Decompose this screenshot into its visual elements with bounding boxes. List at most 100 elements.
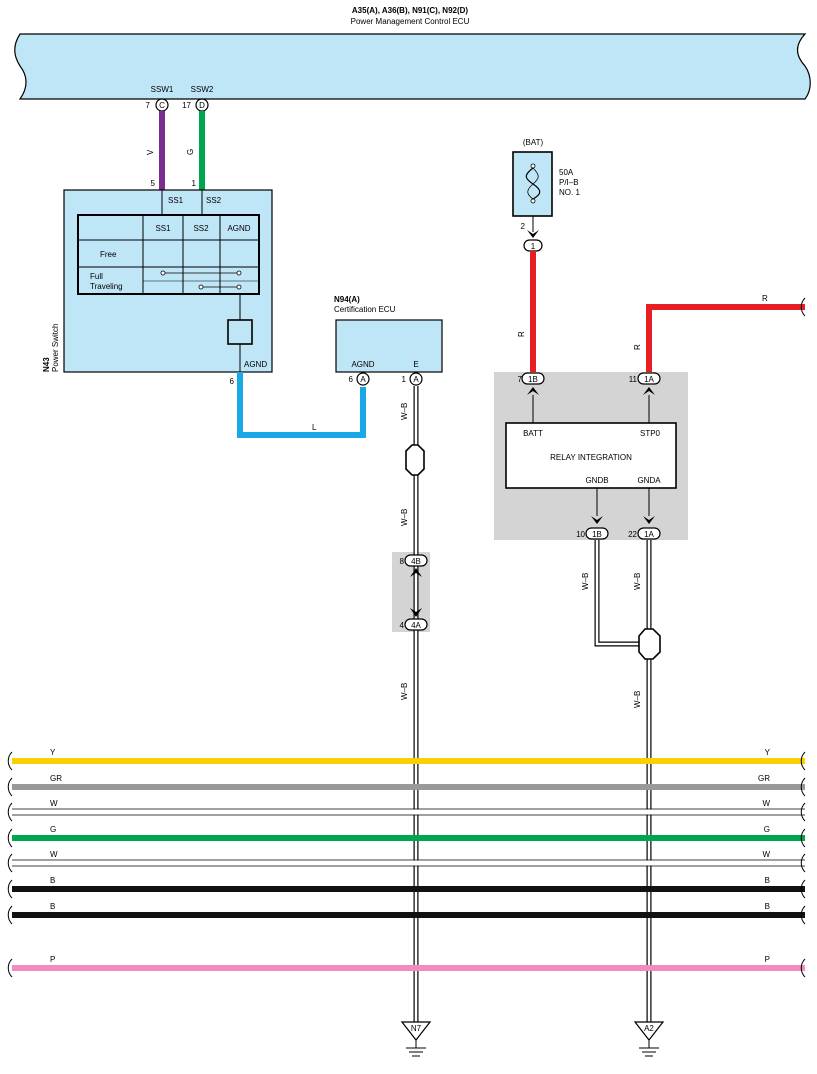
relay-batt-connector	[521, 372, 545, 385]
junction-pin-top: 8	[400, 557, 405, 566]
ssw2-pin: 17	[182, 101, 191, 110]
cert-name: Certification ECU	[334, 305, 396, 314]
junction-conn-top: 4B	[411, 557, 421, 566]
fuse-rating: 50A	[559, 168, 574, 177]
wire-r-label-1: R	[517, 331, 526, 337]
ssw1-conn: C	[159, 101, 165, 110]
cert-e: E	[413, 360, 418, 369]
ps-pin-ss1: 5	[151, 179, 156, 188]
fuse-block: P/I–B	[559, 178, 579, 187]
ps-ss1: SS1	[168, 196, 184, 205]
relay-stp0-connector	[637, 372, 661, 385]
wire-wb-label-5: W–B	[633, 573, 642, 590]
bus-label-left-1: GR	[50, 774, 62, 783]
ps-th-ss1: SS1	[155, 224, 171, 233]
splice-left	[405, 444, 425, 476]
ground-left-label: N7	[411, 1024, 422, 1033]
ps-row-full-2: Traveling	[90, 282, 123, 291]
wire-wb-label-4: W–B	[581, 573, 590, 590]
relay-gndb: GNDB	[585, 476, 608, 485]
ssw2-label: SSW2	[191, 85, 214, 94]
splice-right	[638, 628, 661, 660]
ps-row-full-1: Full	[90, 272, 103, 281]
bus-label-right-5: B	[765, 876, 770, 885]
ecu-main-box	[14, 33, 811, 100]
wire-r-label-3: R	[762, 294, 768, 303]
relay-gnda-connector	[637, 527, 661, 540]
relay-box	[505, 422, 677, 489]
junction-top-connector	[404, 554, 428, 567]
relay-pin-stp0: 11	[629, 375, 638, 384]
relay-conn-gndb: 1B	[592, 530, 602, 539]
wire-wb-label-3: W–B	[400, 683, 409, 700]
relay-pin-batt: 7	[518, 375, 523, 384]
wire-v-label: V	[146, 149, 155, 155]
ps-agnd: AGND	[244, 360, 267, 369]
bus-label-right-2: W	[762, 799, 770, 808]
bus-label-left-3: G	[50, 825, 56, 834]
bus-label-right-6: B	[765, 902, 770, 911]
fuse-pin: 2	[521, 222, 526, 231]
bus-label-left-5: B	[50, 876, 55, 885]
ps-pin-agnd: 6	[230, 377, 235, 386]
relay-gnda: GNDA	[637, 476, 661, 485]
relay-batt: BATT	[523, 429, 543, 438]
wire-wb-label-2: W–B	[400, 509, 409, 526]
bus-label-left-4: W	[50, 850, 58, 859]
bus-label-left-6: B	[50, 902, 55, 911]
bus-label-right-7: P	[765, 955, 770, 964]
wire-wb-label-6: W–B	[633, 691, 642, 708]
bus-label-right-3: G	[764, 825, 770, 834]
bus-label-right-1: GR	[758, 774, 770, 783]
ecu-main-codes: A35(A), A36(B), N91(C), N92(D)	[352, 6, 469, 15]
cert-conn-agnd: A	[360, 375, 366, 384]
relay-pin-gndb: 10	[576, 530, 585, 539]
bus-label-left-7: P	[50, 955, 55, 964]
ps-name: Power Switch	[51, 324, 60, 372]
cert-ecu-box	[335, 319, 443, 373]
junction-conn-bottom: 4A	[411, 621, 421, 630]
wire-wb-gndb	[594, 540, 640, 647]
ps-pin-ss2: 1	[192, 179, 197, 188]
wire-g-label: G	[186, 149, 195, 155]
fuse-bat: (BAT)	[523, 138, 544, 147]
ssw2-conn: D	[199, 101, 205, 110]
fuse-conn: 1	[531, 242, 536, 251]
ssw1-pin: 7	[146, 101, 151, 110]
wire-r-label-2: R	[633, 344, 642, 350]
wire-r-right	[646, 304, 805, 372]
bus-label-right-4: W	[762, 850, 770, 859]
fuse-no: NO. 1	[559, 188, 580, 197]
ps-code: N43	[42, 357, 51, 372]
ecu-main-name: Power Management Control ECU	[351, 17, 470, 26]
ps-th-agnd: AGND	[227, 224, 250, 233]
relay-conn-batt: 1B	[528, 375, 538, 384]
junction-pin-bottom: 4	[400, 621, 405, 630]
junction-bottom-connector	[404, 618, 428, 631]
relay-name: RELAY INTEGRATION	[550, 453, 632, 462]
relay-stp0: STP0	[640, 429, 661, 438]
ps-row-free: Free	[100, 250, 117, 259]
ground-right-label: A2	[644, 1024, 654, 1033]
relay-conn-stp0: 1A	[644, 375, 654, 384]
cert-conn-e: A	[413, 375, 419, 384]
ground-right-symbol	[633, 1021, 665, 1041]
cert-agnd-connector	[356, 372, 370, 386]
bus-label-left-2: W	[50, 799, 58, 808]
cert-code: N94(A)	[334, 295, 360, 304]
wire-l-label: L	[312, 423, 317, 432]
ps-th-ss2: SS2	[193, 224, 209, 233]
cert-e-connector	[409, 372, 423, 386]
cert-agnd: AGND	[351, 360, 374, 369]
ps-table	[77, 214, 260, 295]
wire-wb-label-1: W–B	[400, 403, 409, 420]
ps-ss2: SS2	[206, 196, 222, 205]
wire-l	[237, 372, 366, 438]
bus-label-left-0: Y	[50, 748, 56, 757]
bus-label-right-0: Y	[765, 748, 771, 757]
cert-pin-e: 1	[402, 375, 407, 384]
relay-gndb-connector	[585, 527, 609, 540]
bus-lines: Y Y GR GR W W G G W W B B B B P P	[7, 748, 806, 978]
cert-pin-agnd: 6	[349, 375, 354, 384]
